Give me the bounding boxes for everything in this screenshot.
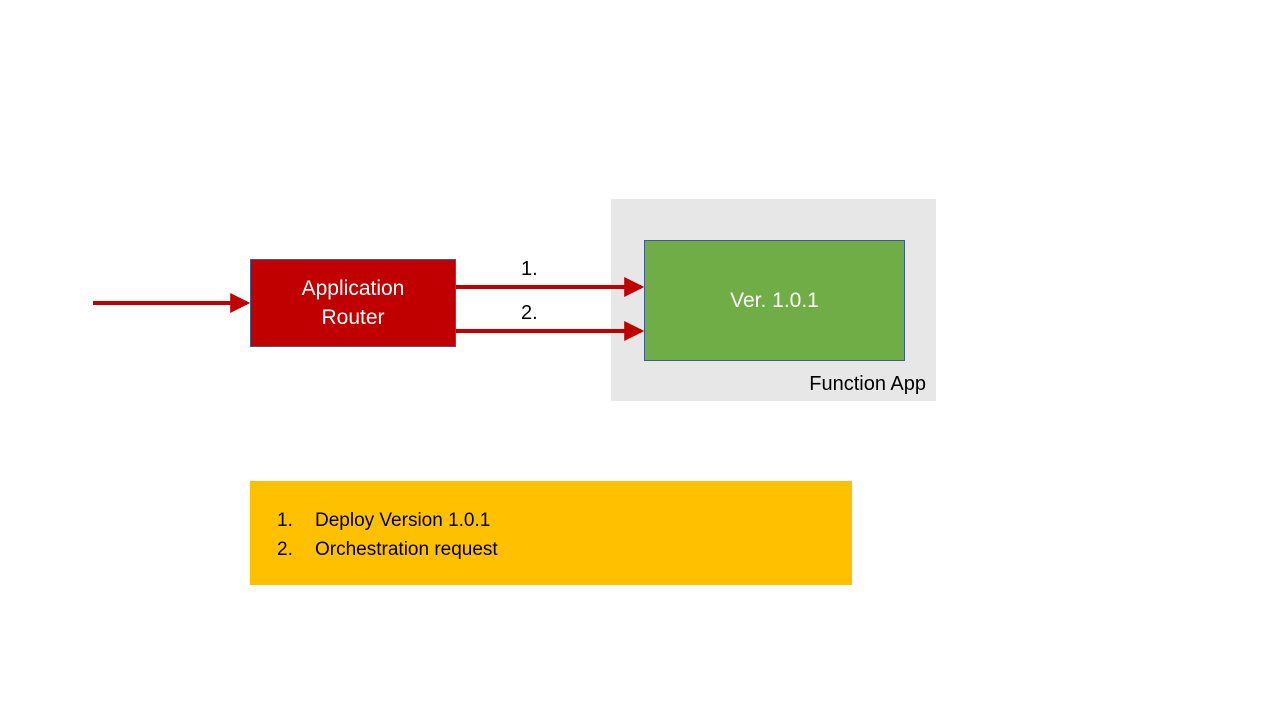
legend-box[interactable]: 1. Deploy Version 1.0.1 2. Orchestration…: [250, 481, 852, 585]
application-router-label-line2: Router: [321, 306, 385, 329]
arrow-1-step-label: 1.: [521, 258, 538, 280]
legend-item-number: 1.: [277, 510, 293, 531]
application-router-box[interactable]: Application Router: [250, 259, 456, 347]
version-box[interactable]: Ver. 1.0.1: [644, 240, 905, 361]
legend-item-text: Orchestration request: [315, 539, 498, 560]
application-router-label-line1: Application: [301, 277, 405, 300]
legend-item: 1. Deploy Version 1.0.1: [250, 506, 852, 535]
legend-item-number: 2.: [277, 539, 293, 560]
legend-item: 2. Orchestration request: [250, 535, 852, 564]
function-app-label: Function App: [809, 373, 926, 395]
arrow-2-step-label: 2.: [521, 302, 538, 324]
version-box-label: Ver. 1.0.1: [730, 288, 819, 312]
legend-item-text: Deploy Version 1.0.1: [315, 510, 491, 531]
legend-list: 1. Deploy Version 1.0.1 2. Orchestration…: [250, 506, 852, 564]
